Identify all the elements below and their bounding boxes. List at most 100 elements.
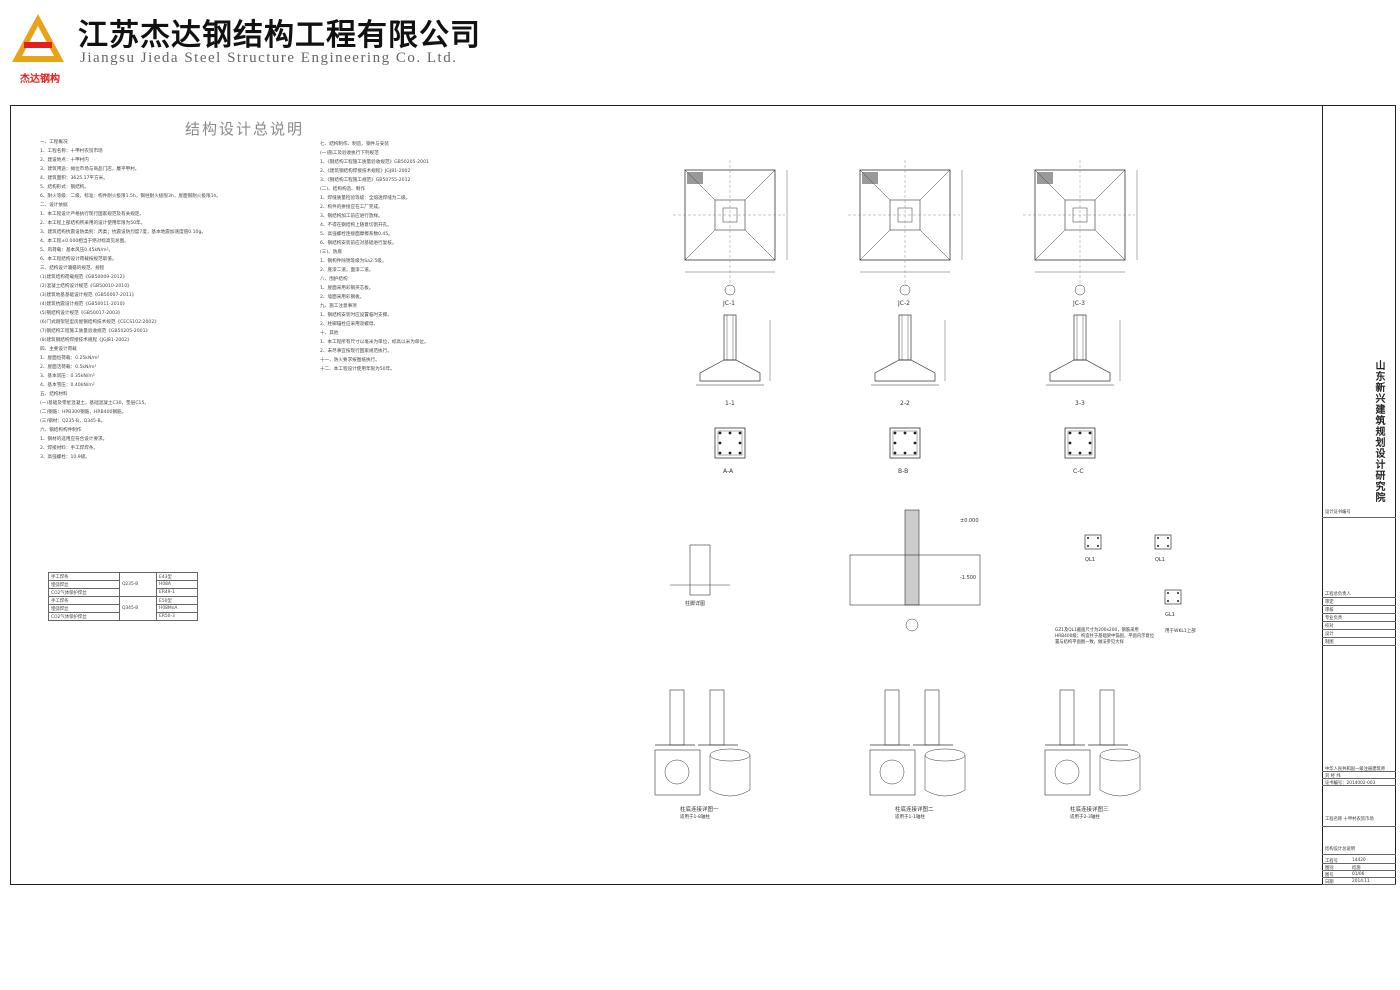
rebar-dot: [913, 431, 917, 435]
note-line: 七、结构制作、制造、钢件与安装: [320, 142, 389, 147]
rebar-dot: [738, 431, 742, 435]
table-cell: 埋弧焊丝: [48, 580, 120, 589]
rebar-dot: [718, 441, 722, 445]
rebar-dot: [718, 451, 722, 455]
footing-section: [699, 359, 761, 382]
note-line: 1、钢构件除锈等级为Sa2.5级。: [320, 259, 387, 264]
rebar-dot: [1087, 537, 1089, 539]
column-3d-body: [1099, 755, 1141, 797]
note-line: (8)建筑钢结构焊接技术规程《JGJ81-2002》: [40, 338, 132, 343]
stirrup: [717, 430, 743, 456]
rebar-dot: [893, 441, 897, 445]
note-line: 一、工程概况: [40, 140, 68, 145]
elevation-label: ±0.000: [960, 518, 979, 524]
rebar-dot: [728, 451, 732, 455]
rebar-dot: [1167, 537, 1169, 539]
column-detail-subtitle: 适用于1-8轴柱: [680, 815, 710, 820]
note-line: (3)建筑地基基础设计规范《GB50007-2011》: [40, 293, 137, 298]
table-cell: CO2气体保护焊丝: [48, 612, 120, 621]
note-line: (1)建筑结构荷载规范《GB50009-2012》: [40, 275, 128, 280]
tb-cert-row: 设计证书编号: [1322, 508, 1396, 518]
note-line: 4、基本雪压：0.40kN/m²: [40, 383, 95, 388]
note-line: (三)、防腐: [320, 250, 342, 255]
detail-label: 柱脚详图: [685, 601, 706, 607]
axis-bubble: [905, 618, 919, 632]
column-detail-title: 柱底连接详图二: [895, 807, 934, 813]
note-line: 3、高强螺栓：10.9级。: [40, 455, 90, 460]
note-line: 二、设计依据: [40, 203, 68, 208]
footing-section: [1049, 359, 1111, 382]
tb-sign-row: 专业负责: [1322, 614, 1396, 622]
footing-slope-line: [684, 229, 716, 261]
pedestal-section: [723, 314, 737, 361]
pedestal-section: [1073, 314, 1087, 361]
note-line: 2、柱脚锚栓应采用双螺母。: [320, 322, 379, 327]
rebar-dot: [1157, 537, 1159, 539]
sheet-title: 结构设计总说明: [185, 120, 305, 138]
note-line: (二)、结构构造、制作: [320, 187, 365, 192]
title-block: [1322, 105, 1396, 885]
rebar-dot: [1068, 431, 1072, 435]
note-line: 2、墙面采用彩钢板。: [320, 295, 365, 300]
note-line: 六、钢结构构件制作: [40, 428, 82, 433]
column-detail-title: 柱底连接详图一: [680, 807, 719, 813]
column-detail-title: 柱底连接详图三: [1070, 807, 1109, 813]
plan-label: JC-2: [898, 300, 910, 307]
wall-section: [904, 509, 920, 606]
table-cell: 手工焊条: [48, 572, 120, 581]
pedestal-section: [898, 314, 912, 361]
rebar-dot: [893, 451, 897, 455]
rebar-dot: [738, 441, 742, 445]
rebar-dot: [1097, 537, 1099, 539]
note-line: 3、钢结构加工前应进行放样。: [320, 214, 383, 219]
tb-sign-row-text: 专业负责: [1325, 616, 1343, 621]
note-line: 1、钢材的选用应符合设计要求。: [40, 437, 108, 442]
tb-sign-row-text: 审核: [1325, 608, 1334, 613]
plate-plan: [654, 749, 701, 796]
column-plan: [879, 759, 905, 785]
column-plan: [1054, 759, 1080, 785]
note-line: 2、本工程上部结构所采用的设计使用年限为50年。: [40, 221, 146, 226]
company-logo-icon: [12, 14, 64, 62]
beam-section-label: GL1: [1165, 612, 1175, 618]
company-header: 杰达钢构 江苏杰达钢结构工程有限公司 Jiangsu Jieda Steel S…: [0, 0, 1400, 100]
tb-cert-row-text: 设计证书编号: [1325, 510, 1351, 515]
note-line: (5)钢结构设计规范《GB50017-2003》: [40, 311, 123, 316]
tb-stamp-row: 中华人民共和国一级注册建筑师: [1322, 765, 1396, 772]
rebar-dot: [728, 431, 732, 435]
rebar-dot: [1167, 600, 1169, 602]
note-line: 2、焊接材料：手工焊焊条。: [40, 446, 99, 451]
axis-bubble: [1074, 284, 1086, 296]
axis-bubble: [724, 284, 736, 296]
rebar-dot: [1157, 545, 1159, 547]
tb-stamp-row-text: 刘 经 纬: [1325, 774, 1341, 779]
note-line: 三、结构设计遵循的规范、规程: [40, 266, 105, 271]
hatch-area: [1037, 172, 1053, 184]
note-line: 十、其他: [320, 331, 339, 336]
footing-slope-line: [1034, 229, 1066, 261]
note-line: 1、屋面恒荷载：0.25kN/m²: [40, 356, 100, 361]
note-line: 1、工程名称：十甲村农贸市场: [40, 149, 103, 154]
column-detail-subtitle: 适用于2-3轴柱: [1070, 815, 1100, 820]
tb-sign-row-text: 工程总负责人: [1325, 592, 1351, 597]
rebar-dot: [1167, 545, 1169, 547]
note-line: (6)门式刚架轻型房屋钢结构技术规范《CECS102:2002》: [40, 320, 159, 325]
company-name-en: Jiangsu Jieda Steel Structure Engineerin…: [80, 50, 458, 66]
note-line: 3、建筑用途：摊位市场与商品门店，層平甲村。: [40, 167, 140, 172]
tb-stamp-row-text: 中华人民共和国一级注册建筑师: [1325, 767, 1386, 772]
beam-note: 用于WKL1上部: [1165, 629, 1196, 634]
note-line: (2)混凝土结构设计规范《GB50010-2010》: [40, 284, 132, 289]
tb-field-value: 01/06: [1352, 872, 1365, 877]
note-line: 4、本工程±0.000相当于绝对标高见总图。: [40, 239, 129, 244]
stirrup: [1067, 430, 1093, 456]
tb-field-value: 结施: [1352, 866, 1361, 871]
note-line: 2、未尽事宜按现行国家规范执行。: [320, 349, 392, 354]
column-shaft: [884, 689, 900, 746]
note-line: 2、建设地点：十甲村内: [40, 158, 89, 163]
note-line: 2、《建筑钢结构焊接技术规程》JGJ81-2002: [320, 169, 411, 174]
